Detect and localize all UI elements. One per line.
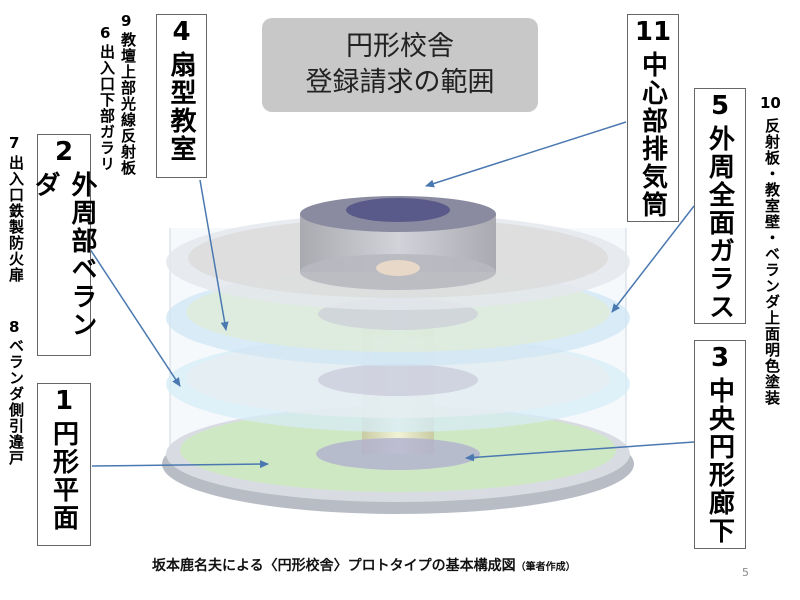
caption-main: 坂本鹿名夫による〈円形校舎〉プロトタイプの基本構成図 — [152, 558, 516, 574]
arrow-l11 — [425, 121, 627, 188]
label-4-text: 扇型教室 — [166, 51, 196, 163]
note-10-number: 10 — [760, 94, 781, 112]
note-9-number: 9 — [121, 12, 132, 30]
label-5-box: 5 外周全面ガラス — [694, 88, 746, 324]
title-line1: 円形校舎 — [346, 31, 454, 62]
label-4-number: 4 — [172, 17, 191, 47]
note-6-number: 6 — [100, 24, 111, 42]
note-7-text: 出入口鉄製防火扉 — [7, 155, 25, 283]
label-11-text: 中心部排気筒 — [637, 51, 668, 219]
title-box: 円形校舎 登録請求の範囲 — [262, 18, 538, 112]
pointer-arrows — [87, 121, 695, 469]
label-5-number: 5 — [710, 91, 730, 121]
label-2-number: 2 — [54, 137, 74, 167]
note-8-text: ベランダ側引違戸 — [7, 338, 25, 466]
label-1-text: 円形平面 — [48, 420, 79, 532]
label-3-text: 中央円形廊下 — [704, 377, 735, 545]
label-11-box: 11 中心部排気筒 — [627, 14, 679, 222]
label-1-box: 1 円形平面 — [37, 383, 91, 546]
label-11-number: 11 — [634, 17, 672, 47]
arrow-l1 — [91, 460, 269, 469]
note-6-text: 出入口下部ガラリ — [98, 44, 116, 172]
label-3-box: 3 中央円形廊下 — [694, 340, 746, 549]
label-3-number: 3 — [710, 343, 730, 373]
arrow-l4 — [199, 179, 229, 331]
note-8-number: 8 — [9, 318, 20, 336]
label-2-box: 2 外周部ベランダ — [30, 134, 97, 356]
arrow-l5 — [611, 205, 695, 313]
caption-sub: （筆者作成） — [515, 562, 576, 573]
label-5-text: 外周全面ガラス — [704, 125, 735, 321]
arrow-l2 — [87, 245, 181, 387]
label-1-number: 1 — [54, 386, 74, 416]
arrow-l3 — [465, 441, 695, 462]
label-2-text: 外周部ベランダ — [30, 171, 97, 339]
note-7-number: 7 — [9, 134, 20, 152]
note-9-text: 教壇上部光線反射板 — [119, 32, 137, 176]
note-10-text: 反射板・教室壁・ベランダ上面明色塗装 — [763, 118, 781, 406]
page-number: 5 — [742, 566, 749, 579]
label-4-box: 4 扇型教室 — [156, 14, 207, 178]
exhaust-stack — [300, 196, 496, 290]
title-line2: 登録請求の範囲 — [305, 67, 495, 98]
figure-caption: 坂本鹿名夫による〈円形校舎〉プロトタイプの基本構成図（筆者作成） — [152, 555, 576, 575]
